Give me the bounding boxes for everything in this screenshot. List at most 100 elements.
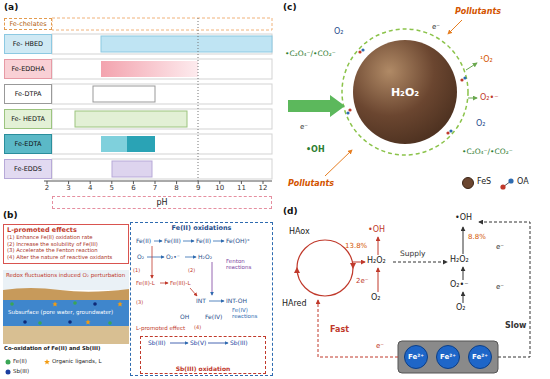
species: HAred [282,300,307,309]
electron-label: e⁻ [496,284,504,292]
ion-circle: Fe²⁺ [468,345,492,369]
species: O₂ [371,294,381,303]
note: Redox fluctuations induced O₂ perturbati… [6,272,126,278]
chelate-label: Fe- HEDTA [4,109,52,129]
species: H₂O₂ [450,256,469,265]
legend-swatch [5,359,11,365]
fes-particle: H₂O₂ [353,40,457,144]
tick-label: 5 [110,185,114,193]
species: Fe(IV) [205,314,222,321]
radical-label: •C₂O₄⁻/•CO₂⁻ [462,148,513,156]
humic-scheme [297,222,530,373]
tick-label: 6 [131,185,135,193]
ion-circle: Fe²⁺ [404,345,428,369]
region-label: Subsurface (pore water, groundwater) [8,309,113,315]
effects-box: L-promoted effects(1) Enhance Fe(II) oxi… [3,224,129,264]
node-text: Fe-DTPA [15,90,42,98]
species: OH [180,314,189,321]
species: O₂ [334,28,344,37]
chelate-label: Fe-EDDS [4,159,52,179]
species: Fe(III) [164,238,181,245]
legend-text: Sb(III) [13,368,29,374]
percent-label: 13.8% [345,243,367,251]
flow-label: Supply [400,250,426,258]
tick-label: 12 [259,185,268,193]
tick-label: 9 [196,185,200,193]
radical-label: •C₂O₄⁻/•CO₂⁻ [285,50,336,58]
rate-label: Fast [330,326,349,335]
species: Fe(II)-L [136,280,155,286]
species: H₂O₂ [198,254,212,261]
species: •OH [455,214,472,223]
group-header: Fe-chelates [4,18,52,30]
tick-label: 7 [153,185,157,193]
panel-letter: (b) [3,211,18,221]
species: Fe(II) [196,238,211,245]
subsurface-picture [3,270,129,344]
step-number: (2) [188,268,195,274]
panel-letter: (d) [283,207,298,217]
node-text: pH [156,198,167,207]
species: Fe(OH)⁺ [226,238,250,245]
pollutant-label: Pollutants [455,8,501,17]
step-number: (4) [194,325,201,331]
chelate-label: Fe-DTPA [4,84,52,104]
node-text: Fe²⁺ [408,353,424,361]
fes-scene [288,20,477,176]
species: H₂O₂ [367,257,386,266]
step-number: (3) [136,300,143,306]
panel-letter: (a) [4,3,18,13]
tick-label: 8 [174,185,178,193]
species: Sb(III) [148,340,166,347]
electron-label: e⁻ [496,244,504,252]
species: ¹O₂ [480,56,493,65]
rate-label: Slow [505,322,526,331]
legend-text: FeS [477,178,491,187]
node-text: Fe(II) oxidations [172,224,232,232]
tick-label: 2 [45,185,49,193]
node-body-text: (4) Alter the nature of reactive oxidant… [7,254,125,260]
species: O₂•⁻ [166,254,180,261]
chelate-label: Fe-EDDHA [4,59,52,79]
species: O₂ [456,304,466,313]
tick-label: 3 [66,185,70,193]
tick-label: 4 [88,185,92,193]
axis-title-box: pH [52,196,272,209]
node-body-text: (3) Accelerate the Fenton reaction [7,247,125,253]
node-text: Fe²⁺ [440,353,456,361]
legend-swatch [500,177,514,191]
species: HAox [289,228,310,237]
node-text: Fe²⁺ [472,353,488,361]
electron-label: e⁻ [432,24,440,32]
node-text: H₂O₂ [391,86,419,99]
legend-text: OA [517,178,529,187]
electron-label: e⁻ [300,124,308,132]
step-number: (1) [133,268,140,274]
node-text: Fe-EDTA [15,140,42,148]
panel-letter: (c) [283,3,297,13]
reaction-label: Fenton reactions [226,258,270,270]
species: O₂•⁻ [450,281,468,290]
legend-swatch [5,369,11,375]
species: INT [196,298,206,305]
tick-label: 11 [237,185,246,193]
node-text: Fe- HEDTA [11,115,45,123]
species: O₂•⁻ [480,94,498,103]
tick-label: 10 [215,185,224,193]
node-text: Sb(III) oxidation [176,365,231,372]
node-body-text: (1) Enhance Fe(II) oxidation rate [7,234,125,240]
percent-label: 8.8% [468,234,486,242]
species: Fe(III)-L [170,280,190,286]
ion-circle: Fe²⁺ [436,345,460,369]
species: O₂ [137,254,144,261]
legend-text: Fe(II) [13,358,27,364]
node-text: Fe-EDDS [14,165,42,173]
chelate-label: Fe- HBED [4,34,52,54]
node-text: Fe-chelates [9,20,46,28]
effect-label: L-promoted effect [136,325,185,331]
electron-label: 2e⁻ [356,278,368,286]
reaction-label: Fe(IV) reactions [232,307,272,319]
species: Sb(V) [190,340,206,347]
legend-swatch [44,359,50,365]
species: •OH [306,146,325,155]
